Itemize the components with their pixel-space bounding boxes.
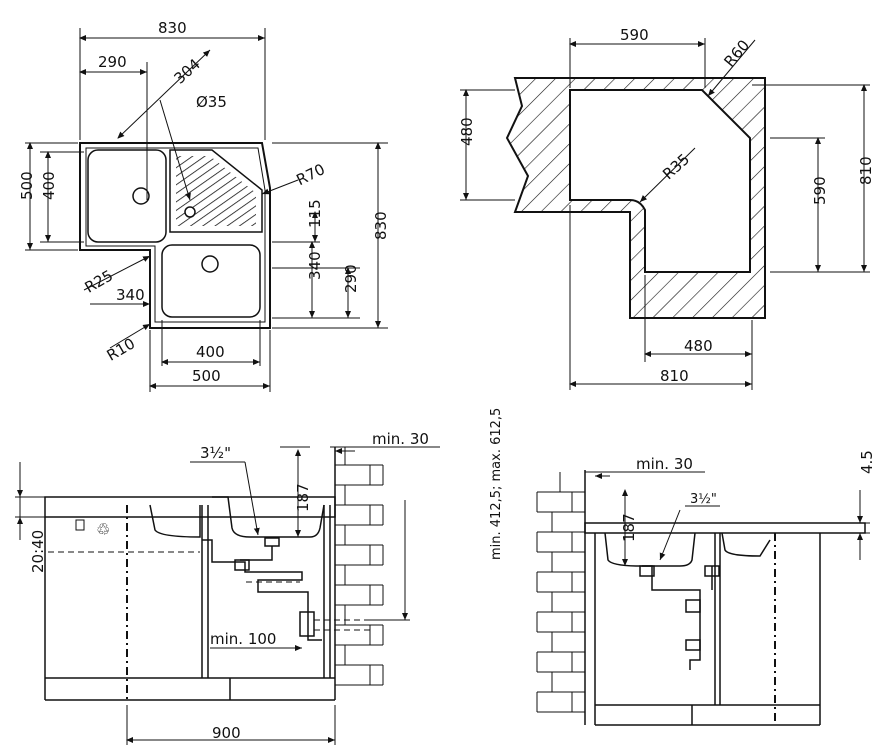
dim-left-bowl-width: 290: [98, 53, 127, 71]
dim-inner-radius: R25: [82, 266, 117, 296]
brick-wall-left: [334, 447, 384, 700]
drainer: [169, 149, 263, 233]
dim-corner-radius: R70: [293, 160, 327, 189]
section-sink-bowl: [149, 504, 201, 538]
waste-pipe-right: [642, 565, 713, 670]
dim-right-bowl-depth: 340: [306, 251, 324, 280]
dim-min-100: min. 100: [210, 630, 276, 648]
dim-right-bowl-inner: 290: [342, 264, 360, 293]
left-bowl: [87, 149, 167, 243]
dim-cutout-590-top: 590: [620, 26, 649, 44]
dim-bowl-depth-left: 187: [294, 483, 312, 512]
dim-cabinet-width: 900: [212, 724, 241, 742]
dim-overall-height: 830: [372, 211, 390, 240]
section-sink-bowl-right: [604, 532, 696, 567]
dim-min-30-left: min. 30: [372, 430, 429, 448]
right-waste: [201, 255, 219, 273]
dim-depth-810-right: 810: [857, 156, 873, 185]
dim-depth-590-right: 590: [811, 176, 829, 205]
top-right-cutout-view: 590 R60 480 R35 590 810 480 810: [458, 26, 873, 390]
dim-min-30-right: min. 30: [636, 455, 693, 473]
dim-rim: 4.5: [858, 450, 873, 474]
right-bowl: [161, 244, 261, 318]
dim-drain-height: min. 412,5; max. 612,5: [489, 408, 504, 560]
dim-width-810-bottom: 810: [660, 367, 689, 385]
brick-wall-right: [536, 470, 586, 725]
dim-waste-size-left: 3½": [200, 444, 231, 462]
dim-lower-bowl-width: 400: [196, 343, 225, 361]
cutout-hatched-worktop: [505, 77, 766, 319]
dim-width-480-bottom: 480: [684, 337, 713, 355]
waste-pipe: [202, 539, 322, 641]
bottom-right-section-view: min. 30 4.5 3½" 187: [536, 450, 873, 726]
dim-worktop-thickness: 20:40: [29, 530, 47, 573]
sink-outline: [79, 142, 271, 329]
dim-overall-width: 830: [158, 19, 187, 37]
dim-waste-diameter: Ø35: [196, 93, 227, 111]
dim-bowl-radius: R10: [104, 334, 139, 364]
dim-depth-480-left: 480: [458, 117, 476, 146]
dim-cutout-corner-radius: R60: [720, 36, 753, 70]
left-waste: [132, 187, 150, 205]
dim-waste-size-right: 3½": [690, 492, 717, 507]
dim-bowl-depth-right: 187: [620, 513, 638, 542]
dim-lower-width-340: 340: [116, 286, 145, 304]
recycle-icon: ♲: [96, 520, 110, 539]
dim-drainer-offset: 115: [306, 199, 324, 228]
dim-height-400: 400: [40, 171, 58, 200]
bottom-left-section-view: ♲ min. 30: [15, 408, 504, 745]
dim-height-500: 500: [18, 171, 36, 200]
dim-lower-overall-width: 500: [192, 367, 221, 385]
top-left-plan-view: 830 290 304 Ø35 R70 500 400 830 115 340 …: [18, 19, 390, 392]
